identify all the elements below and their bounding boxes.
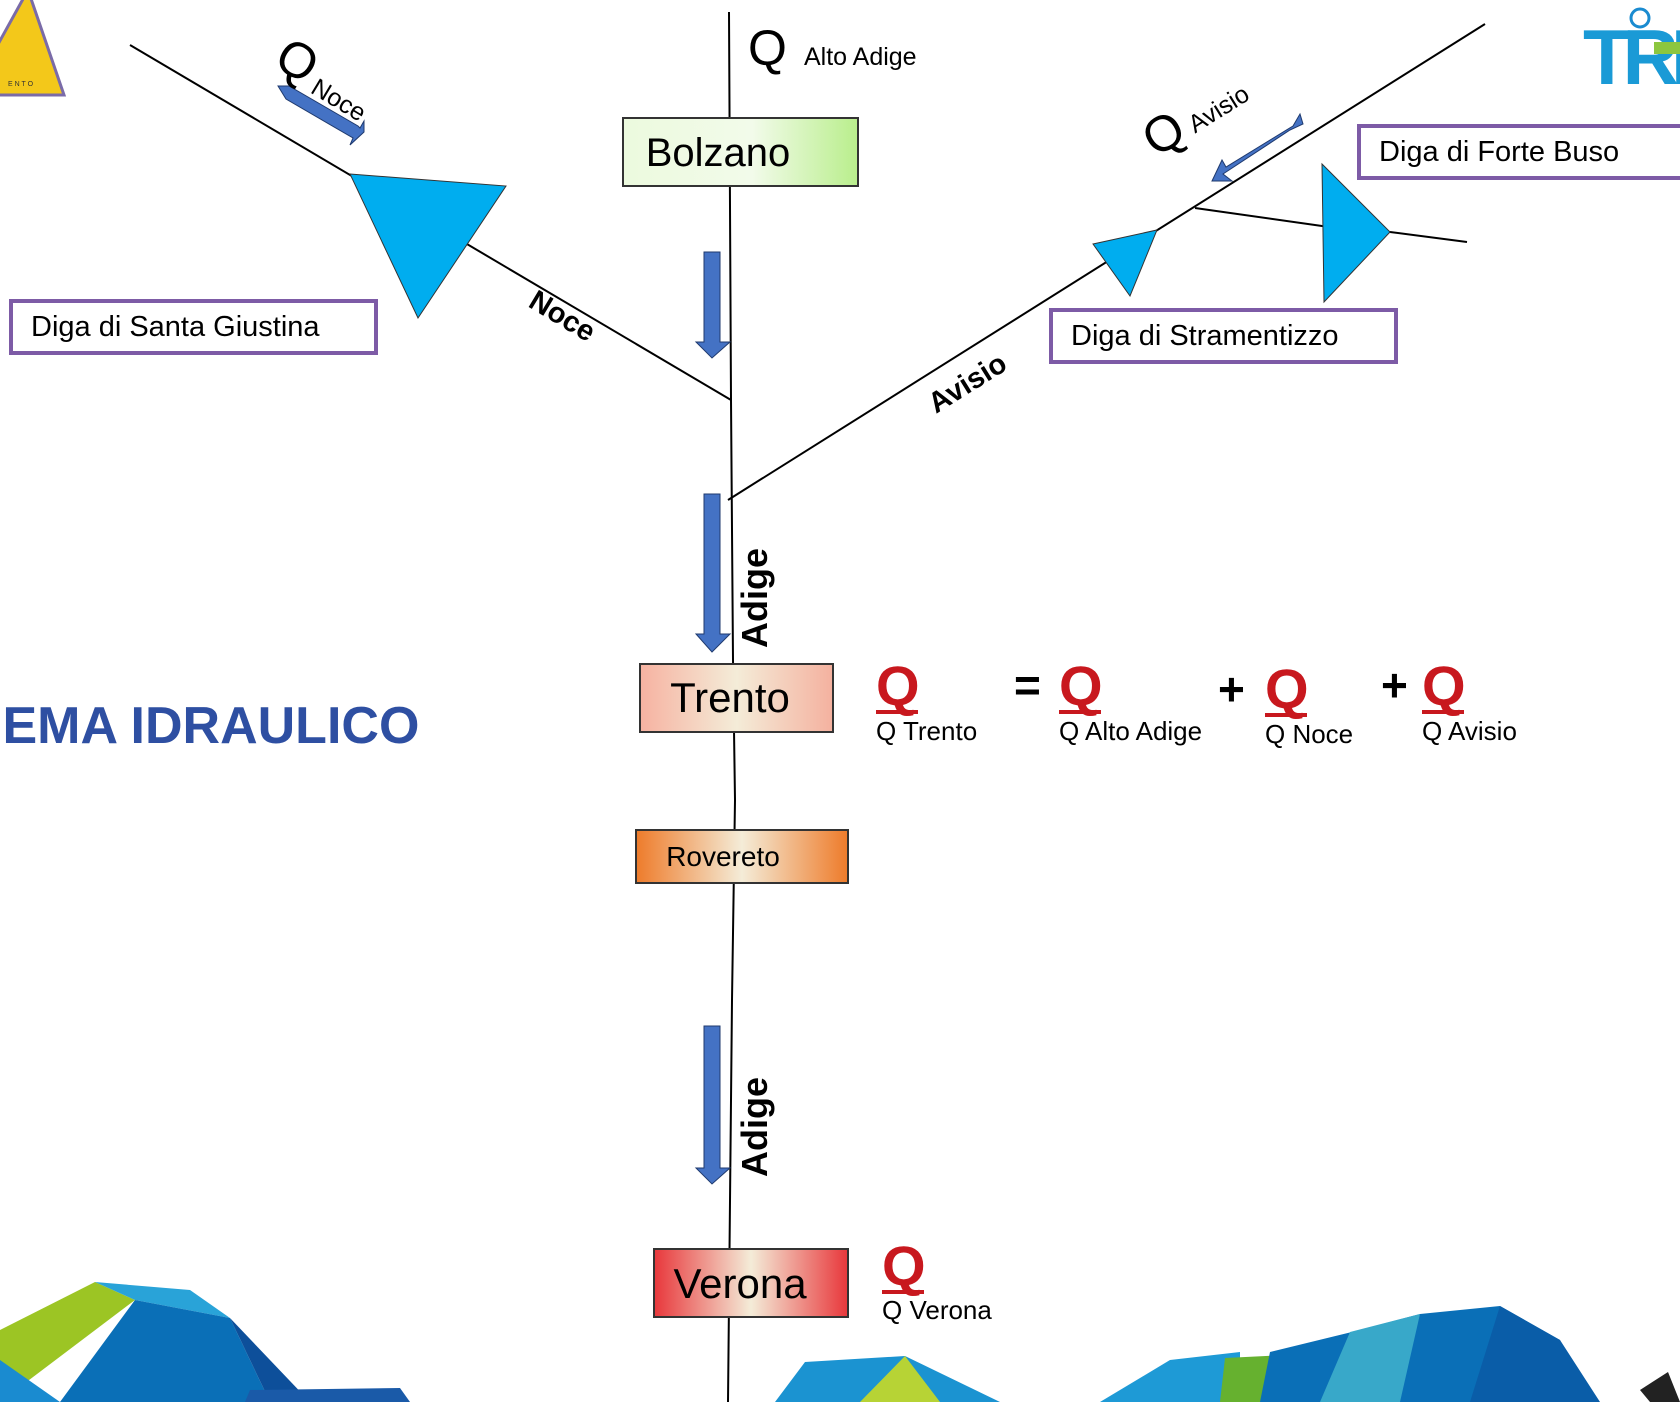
rovereto-label: Rovereto [666, 841, 780, 872]
noce-river-label: Noce [523, 285, 600, 349]
eq-q-trento-bar [876, 710, 918, 714]
province-logo: E N T O [0, 0, 67, 97]
eq-q-noce: Q [1265, 657, 1309, 720]
santa-giustina-label: Diga di Santa Giustina [31, 310, 320, 343]
verona-label: Verona [673, 1260, 807, 1307]
decorative-mountains-right [1100, 1306, 1680, 1402]
stramentizzo-dam-icon [1092, 229, 1158, 298]
eq-equals: = [1014, 659, 1041, 711]
adige-upper-label: Adige [734, 548, 775, 648]
svg-text:E N T O: E N T O [8, 81, 34, 88]
q-avisio-name: Avisio [1183, 80, 1254, 139]
page-title: IEMA IDRAULICO [0, 697, 420, 755]
q-alto-adige-name: Alto Adige [804, 43, 917, 71]
avisio-river-label: Avisio [923, 347, 1013, 420]
trento-box [639, 663, 834, 733]
eq-q-alto-adige: Q [1059, 654, 1103, 717]
flow-arrows [277, 85, 1304, 1185]
forte-buso-label-box: Diga di Forte Buso [1357, 124, 1680, 180]
trentino-logo-text: TRE [1583, 13, 1680, 101]
eq-q-alto-adige-sub: Q Alto Adige [1059, 716, 1203, 746]
avisio-flow-arrow-icon [1211, 112, 1304, 182]
eq-q-noce-sub: Q Noce [1265, 719, 1354, 749]
eq-q-alto-adige-bar [1059, 710, 1101, 714]
q-avisio-label: Q Avisio [1132, 80, 1254, 167]
eq-q-avisio: Q [1422, 654, 1466, 717]
santa-giustina-label-box: Diga di Santa Giustina [9, 299, 378, 355]
eq-q-trento-sub: Q Trento [876, 716, 978, 746]
noce-flow-arrow-icon [277, 85, 365, 146]
stramentizzo-label: Diga di Stramentizzo [1071, 319, 1339, 352]
q-alto-adige-q: Q [748, 20, 787, 76]
verona-q-sub: Q Verona [882, 1295, 992, 1325]
santa-giustina-dam-icon [349, 173, 507, 320]
eq-q-noce-bar [1265, 713, 1307, 717]
q-alto-adige-label: Q Alto Adige [748, 20, 917, 76]
adige-lower-label: Adige [734, 1077, 775, 1177]
verona-box [653, 1248, 849, 1318]
forte-buso-dam-icon [1321, 162, 1391, 304]
stramentizzo-label-box: Diga di Stramentizzo [1049, 308, 1398, 364]
rovereto-box [635, 829, 849, 884]
eq-plus-1: + [1218, 663, 1245, 715]
decorative-mountains-left [0, 1282, 410, 1402]
trentino-logo: TRE [1583, 7, 1680, 101]
bolzano-label: Bolzano [646, 131, 791, 175]
forte-buso-label: Diga di Forte Buso [1379, 135, 1620, 168]
verona-flow-arrow-icon [694, 1025, 732, 1185]
bolzano-flow-arrow-icon [694, 251, 732, 359]
verona-q: Q [882, 1234, 926, 1297]
decorative-mountains-center [775, 1356, 1000, 1402]
bolzano-box [622, 117, 859, 187]
trento-label: Trento [670, 674, 790, 721]
q-avisio-q: Q [1132, 99, 1195, 167]
verona-q-bar [882, 1290, 924, 1294]
eq-q-trento: Q [876, 654, 920, 717]
eq-q-avisio-sub: Q Avisio [1422, 716, 1517, 746]
eq-q-avisio-bar [1422, 710, 1464, 714]
eq-plus-2: + [1381, 659, 1408, 711]
trento-flow-arrow-icon [694, 493, 732, 653]
